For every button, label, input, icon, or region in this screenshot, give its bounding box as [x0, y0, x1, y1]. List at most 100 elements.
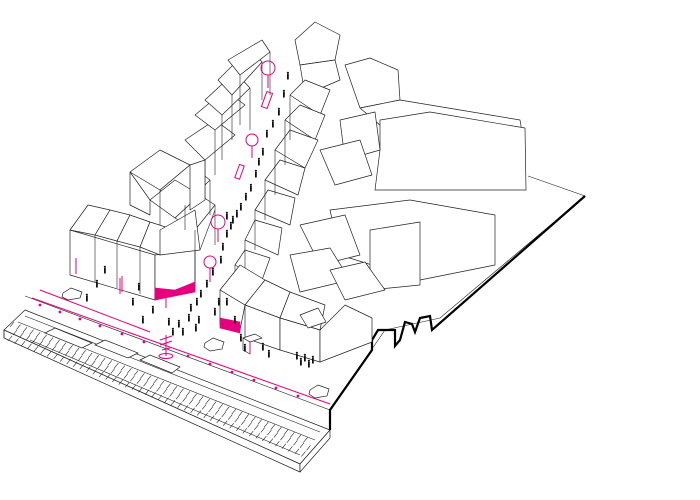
post-dot: [208, 362, 212, 366]
hatch-mark: [112, 362, 122, 383]
person-head: [189, 303, 192, 306]
person-head: [254, 169, 257, 172]
hatch-mark: [255, 419, 266, 439]
tree: [234, 163, 245, 180]
tree: [260, 90, 274, 110]
person: [255, 172, 257, 178]
person-head: [195, 297, 198, 300]
hatch-mark: [131, 370, 142, 390]
person: [244, 346, 246, 352]
post-dot: [274, 386, 278, 390]
person-head: [239, 333, 242, 336]
person: [230, 224, 232, 230]
kiosk: [242, 333, 263, 355]
person-head: [243, 343, 246, 346]
person-head: [213, 307, 216, 310]
person-head: [141, 315, 144, 318]
hatch-mark: [262, 421, 272, 442]
tree: [210, 214, 226, 242]
person-head: [197, 315, 200, 318]
person: [250, 186, 252, 192]
person: [96, 282, 98, 288]
hatch-mark: [20, 326, 31, 347]
shopfront-left: [154, 281, 196, 301]
person: [168, 320, 170, 326]
hatch-mark: [66, 344, 76, 365]
person-head: [205, 279, 208, 282]
person-head: [299, 357, 302, 360]
person-head: [85, 293, 88, 296]
person-head: [265, 129, 268, 132]
person: [296, 354, 298, 360]
person: [152, 308, 154, 314]
hatch-mark: [196, 396, 207, 416]
person: [198, 318, 200, 324]
person-head: [95, 279, 98, 282]
person: [236, 212, 238, 218]
person-head: [211, 267, 214, 270]
person-head: [233, 315, 236, 318]
person: [304, 356, 306, 362]
person: [220, 258, 222, 264]
person-head: [244, 192, 247, 195]
pedestrians: [85, 71, 314, 368]
person: [172, 330, 174, 336]
person: [142, 318, 144, 324]
hatch-mark: [105, 360, 116, 380]
hatch-mark: [79, 350, 89, 370]
hatch-mark: [183, 391, 194, 411]
hatch-mark: [86, 352, 96, 372]
post-dot: [120, 332, 124, 336]
paving-hatch: [7, 321, 311, 457]
person-head: [187, 313, 190, 316]
person-head: [151, 305, 154, 308]
person: [188, 316, 190, 322]
post-dot: [252, 378, 256, 382]
hatch-mark: [203, 398, 213, 419]
person: [178, 322, 180, 328]
person-head: [277, 107, 280, 110]
person-head: [137, 282, 140, 285]
post-dot: [186, 354, 190, 358]
person-head: [131, 297, 134, 300]
person-head: [311, 355, 314, 358]
person: [287, 74, 289, 80]
person-head: [219, 255, 222, 258]
sidewalk-line: [31, 289, 331, 405]
right-building-block: [219, 21, 527, 363]
hatch-mark: [301, 437, 311, 457]
person-head: [225, 211, 228, 214]
hatch-mark: [242, 414, 253, 434]
person-head: [282, 89, 285, 92]
hatch-mark: [190, 393, 200, 414]
person-head: [103, 265, 106, 268]
post-dot: [142, 340, 146, 344]
person: [266, 132, 268, 138]
person-head: [225, 297, 228, 300]
person-head: [231, 215, 234, 218]
street-edge: [3, 195, 586, 430]
person-head: [181, 327, 184, 330]
person-head: [225, 229, 228, 232]
person-head: [286, 71, 289, 74]
person-head: [239, 202, 242, 205]
hatch-mark: [138, 373, 148, 393]
car: [203, 337, 225, 352]
waterfront-posts: [38, 258, 300, 398]
person-head: [177, 319, 180, 322]
person: [262, 345, 264, 351]
person: [262, 150, 264, 156]
person: [214, 310, 216, 316]
tree: [203, 255, 217, 282]
hatch-mark: [118, 365, 129, 385]
hatch-mark: [236, 411, 246, 431]
person-head: [271, 119, 274, 122]
person-head: [217, 297, 220, 300]
monument: [158, 335, 174, 359]
person: [234, 318, 236, 324]
person: [206, 282, 208, 288]
person: [240, 336, 242, 342]
person: [272, 122, 274, 128]
person: [195, 326, 197, 332]
